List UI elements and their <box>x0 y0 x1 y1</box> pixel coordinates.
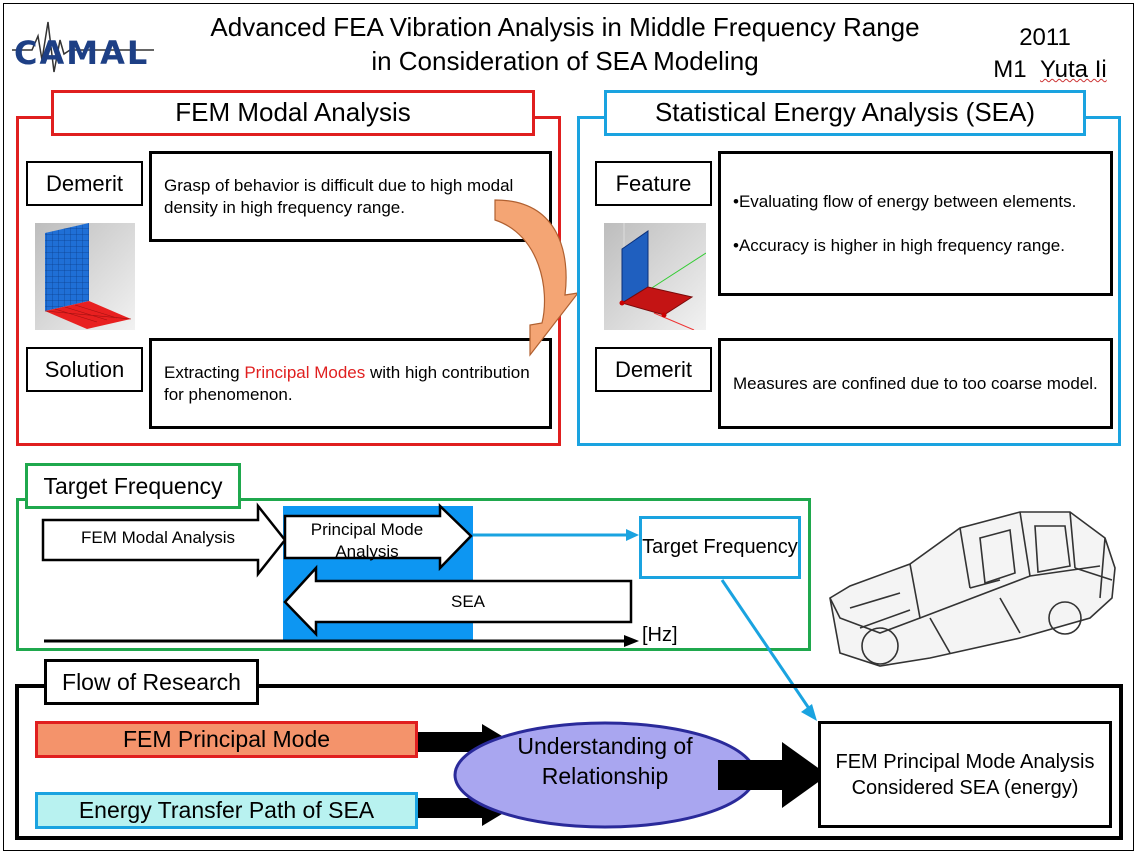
fem-solution-box: Extracting Principal Modes with high con… <box>149 338 552 429</box>
fem-solution-text: Extracting Principal Modes with high con… <box>164 362 537 406</box>
hz-axis-label: [Hz] <box>642 624 678 646</box>
sea-feature-label: Feature <box>595 161 712 206</box>
result-text: FEM Principal Mode Analysis Considered S… <box>835 750 1095 799</box>
flow-of-research-title: Flow of Research <box>44 659 259 705</box>
logo-text: CAMAL <box>14 34 149 72</box>
solution-suffix: with high contribution for phenomenon. <box>164 362 530 404</box>
fem-plate-model-image <box>35 223 135 330</box>
title-line2: in Consideration of SEA Modeling <box>371 46 759 76</box>
curved-arrow-icon <box>494 199 580 357</box>
target-frequency-box: Target Frequency <box>639 516 801 579</box>
sea-feature-point2: •Accuracy is higher in high frequency ra… <box>733 235 1065 255</box>
sea-feature-box: •Evaluating flow of energy between eleme… <box>718 151 1113 296</box>
sea-demerit-box: Measures are confined due to too coarse … <box>718 338 1113 429</box>
page-title: Advanced FEA Vibration Analysis in Middl… <box>150 10 980 78</box>
sea-arrow-label: SEA <box>450 592 486 611</box>
sea-panel-title: Statistical Energy Analysis (SEA) <box>604 90 1086 136</box>
car-body-image <box>829 511 1116 667</box>
target-frequency-title: Target Frequency <box>25 463 241 509</box>
solution-highlight: Principal Modes <box>244 362 366 382</box>
principal-mode-arrow-label: Principal Mode Analysis <box>310 520 424 561</box>
relationship-text: Understanding of Relationship <box>517 733 693 789</box>
energy-transfer-path-box: Energy Transfer Path of SEA <box>35 792 418 829</box>
solution-prefix: Extracting <box>164 362 245 382</box>
fem-principal-mode-box: FEM Principal Mode <box>35 721 418 758</box>
fem-panel-title: FEM Modal Analysis <box>51 90 535 136</box>
fem-demerit-text: Grasp of behavior is difficult due to hi… <box>164 175 514 217</box>
author-line: M1 Yuta Ii <box>985 56 1115 84</box>
target-frequency-box-text: Target Frequency <box>642 536 798 558</box>
fem-solution-label: Solution <box>26 347 143 392</box>
fem-modal-arrow-label: FEM Modal Analysis <box>81 528 235 547</box>
fem-demerit-label: Demerit <box>26 161 143 206</box>
sea-feature-point1: •Evaluating flow of energy between eleme… <box>733 191 1077 211</box>
camal-logo: CAMAL <box>12 21 154 73</box>
author-name: Yuta Ii <box>1039 56 1107 83</box>
sea-model-image <box>604 223 706 330</box>
title-line1: Advanced FEA Vibration Analysis in Middl… <box>210 12 920 42</box>
target-frequency-panel <box>16 498 811 651</box>
page-border <box>3 3 1134 851</box>
sea-demerit-text: Measures are confined due to too coarse … <box>733 373 1098 393</box>
sea-demerit-label: Demerit <box>595 347 712 392</box>
result-box: FEM Principal Mode Analysis Considered S… <box>818 721 1112 828</box>
grade: M1 <box>993 56 1027 83</box>
logo-wave <box>12 21 154 73</box>
fem-demerit-box: Grasp of behavior is difficult due to hi… <box>149 151 552 242</box>
flow-of-research-panel <box>15 684 1123 840</box>
year: 2011 <box>1019 24 1071 51</box>
